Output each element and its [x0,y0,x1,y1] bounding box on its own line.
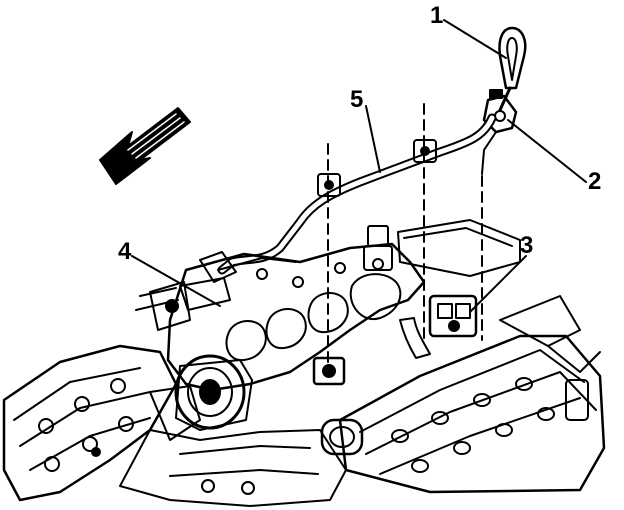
rear-components [135,219,521,311]
intake-manifold [166,225,426,431]
fuel-rail-hardware [149,277,478,386]
callout-2-bracket-bolt: 2 [588,168,602,195]
right-valve-cover [320,295,606,494]
callout-1-dipstick: 1 [430,2,444,29]
left-valve-cover [2,344,201,502]
dipstick-tube-bracket [481,89,518,175]
dipstick-handle [498,26,527,112]
callout-3-fastener: 3 [520,232,534,259]
callout-4-fastener: 4 [118,238,132,265]
engine-block [119,429,347,507]
callout-5-dipstick-tube: 5 [350,86,364,113]
front-direction-arrow [99,107,191,185]
callout-leader-lines [131,19,587,313]
fastener-alignment-lines [327,103,483,373]
